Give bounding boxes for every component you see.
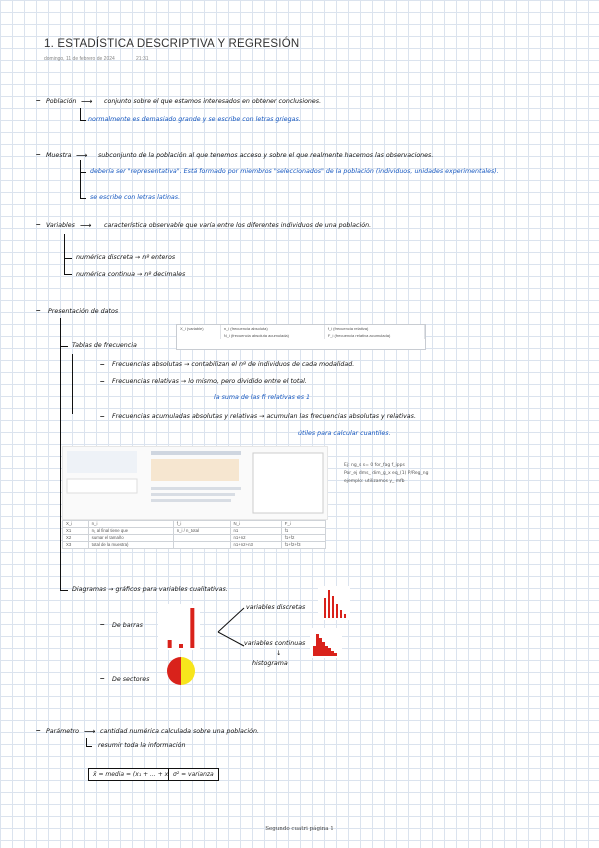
bar — [190, 608, 195, 648]
bar — [167, 640, 172, 648]
page-footer: Segundo cuatri página 1 — [265, 826, 334, 832]
var-discretas: variables discretas — [246, 604, 306, 611]
histogram-thumbnail — [310, 628, 342, 658]
definition-poblacion: conjunto sobre el que estamos interesado… — [104, 98, 322, 105]
col1: X_i (variable) — [177, 325, 221, 332]
definition-parametro: cantidad numérica calculada sobre una po… — [100, 728, 259, 735]
side-note-line: Ej: ng_s s= 0 for_fag f_ipps — [344, 463, 405, 468]
term-presentacion: Presentación de datos — [48, 308, 119, 315]
table-header-cell: N_i — [229, 520, 282, 528]
term-muestra: Muestra — [46, 152, 72, 159]
sub-poblacion: normalmente es demasiado grande y se esc… — [88, 116, 301, 123]
example-screenshot — [62, 446, 328, 520]
table-cell — [172, 534, 231, 542]
table-cell: X1 — [62, 527, 89, 535]
pie-slice — [167, 657, 181, 685]
table-cell: f1+f2+f3 — [280, 541, 327, 549]
formula-varianza-box: σ² = varianza — [168, 768, 219, 781]
bar — [179, 644, 183, 648]
col2: n_i (frecuencia absoluta) — [220, 325, 325, 332]
table-header-cell: X_i — [62, 520, 89, 528]
sub-muestra-2: se escribe con letras latinas. — [90, 194, 181, 201]
table-header-cell: f_i — [172, 520, 231, 528]
var-histograma: histograma — [252, 660, 288, 667]
sub-variables-2: numérica continua → nº decimales — [76, 271, 186, 278]
sub-variables-1: numérica discreta → nº enteros — [76, 254, 176, 261]
term-poblacion: Población — [46, 98, 77, 105]
branch-lines — [217, 607, 245, 647]
bullet-dash: – — [100, 620, 105, 629]
continuas-arrow: ↓ — [276, 650, 282, 657]
table-cell: n1+n2 — [229, 534, 282, 542]
freq-acumuladas: Frecuencias acumuladas absolutas y relat… — [112, 413, 416, 420]
bullet-dash: – — [100, 674, 105, 683]
table-cell: n₁ al final tiene que — [87, 527, 174, 535]
arrow-icon: ⟶ — [80, 221, 92, 230]
side-note-line: ejemplo: utilizamos y_ mfb — [344, 479, 405, 484]
diagramas-line: Diagramas → gráficos para variables cual… — [72, 586, 228, 593]
col4: N_i (frecuencia absoluta acumulada) — [220, 332, 325, 339]
table-cell: sumar el tamaño — [87, 534, 174, 542]
table-cell — [172, 541, 231, 549]
bullet-dash: – — [100, 377, 105, 386]
table-cell: n1 — [229, 527, 282, 535]
page-date: domingo, 11 de febrero de 2024 — [44, 56, 115, 62]
tablas-frecuencia: Tablas de frecuencia — [72, 342, 137, 349]
pie-chart — [167, 657, 195, 685]
bullet-dash: – — [100, 412, 105, 421]
bullet-dash: – — [36, 96, 41, 105]
definition-variables: característica observable que varía entr… — [104, 222, 372, 229]
side-note-line: Por_ej dms_ dim_g_x eq_(1) P/Reg_ng — [344, 471, 429, 476]
formula-varianza: σ² = varianza — [173, 771, 214, 778]
bullet-dash: – — [100, 360, 105, 369]
formula-media: x̄ = media = (x₁ + ... + xₙ) / n — [93, 771, 183, 778]
table-cell: n_i / n_total — [172, 527, 231, 535]
table-header-cell: F_i — [280, 520, 327, 528]
arrow-icon: ⟶ — [84, 727, 96, 736]
sub-muestra-1: debería ser "representativa". Está forma… — [90, 168, 499, 175]
bar-chart — [158, 604, 200, 650]
col5: F_i (frecuencia relativa acumulada) — [324, 332, 426, 339]
col3: f_i (frecuencia relativa) — [324, 325, 426, 332]
bullet-dash: – — [36, 306, 41, 315]
term-parametro: Parámetro — [46, 728, 80, 735]
bullet-dash: – — [36, 150, 41, 159]
term-variables: Variables — [46, 222, 75, 229]
freq-acumuladas-note: útiles para calcular cuantiles. — [298, 430, 391, 437]
arrow-icon: ⟶ — [76, 151, 88, 160]
pie-slice — [181, 657, 195, 685]
table-header-cell: n_i — [87, 520, 174, 528]
var-continuas: variables continuas — [244, 640, 306, 647]
side-note: Ej: ng_s s= 0 for_fag f_ipps Por_ej dms_… — [344, 462, 428, 486]
discrete-bar-thumbnail — [318, 586, 350, 620]
freq-relativas: Frecuencias relativas → lo mismo, pero d… — [112, 378, 307, 385]
definition-muestra: subconjunto de la población al que tenem… — [98, 152, 434, 159]
bullet-dash: – — [36, 220, 41, 229]
table-cell: f1 — [280, 527, 327, 535]
freq-relativas-note: la suma de las fi relativas es 1 — [214, 394, 311, 401]
bullet-dash: – — [36, 726, 41, 735]
page-time: 21:31 — [136, 56, 149, 62]
example-screenshot-graphic — [66, 451, 324, 514]
arrow-icon: ⟶ — [81, 97, 93, 106]
freq-absolutas: Frecuencias absolutas → contabilizan el … — [112, 361, 355, 368]
table-cell: n1+n2+n3 — [229, 541, 282, 549]
freq-header-table: X_i (variable) n_i (frecuencia absoluta)… — [176, 324, 426, 350]
table-cell: X2 — [62, 534, 89, 542]
sectores-label: De sectores — [112, 676, 150, 683]
page-title: 1. ESTADÍSTICA DESCRIPTIVA Y REGRESIÓN — [44, 38, 300, 50]
sub-parametro: resumir toda la información — [98, 742, 186, 749]
table-cell: total de la muestra) — [87, 541, 174, 549]
table-cell: X3 — [62, 541, 89, 549]
table-cell: f1+f2 — [280, 534, 327, 542]
barras-label: De barras — [112, 622, 143, 629]
